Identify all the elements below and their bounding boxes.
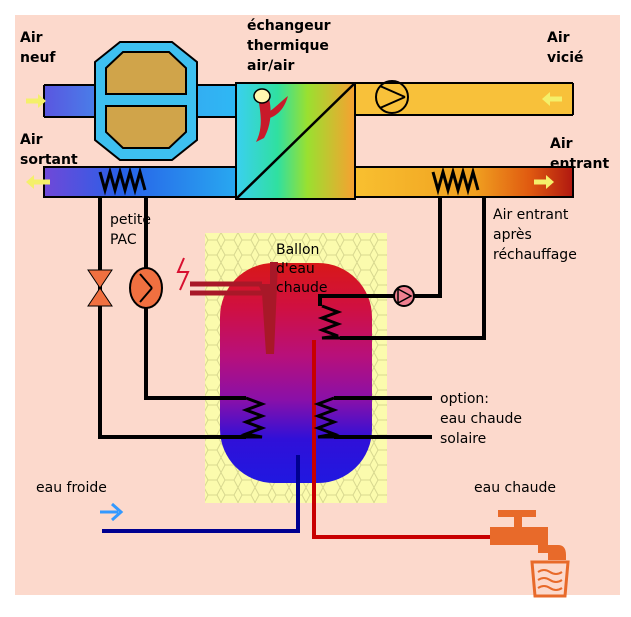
label-air-vicie-1: Air (547, 30, 570, 46)
label-ballon-2: d'eau (276, 261, 315, 277)
exhaust-fan-icon (375, 80, 409, 114)
label-air-neuf-1: Air (20, 30, 43, 46)
tap-icon (490, 510, 566, 560)
label-option-2: eau chaude (440, 411, 522, 427)
label-apres-1: Air entrant (493, 207, 569, 223)
label-air-entrant-2: entrant (550, 156, 609, 172)
heat-exchanger (235, 82, 356, 200)
pipes (98, 197, 490, 539)
label-air-sortant-1: Air (20, 132, 43, 148)
label-option-1: option: (440, 391, 489, 407)
incoming-air-arrow-icon (534, 175, 554, 189)
label-echangeur-3: air/air (247, 58, 295, 74)
evaporator-coil-icon (98, 166, 147, 196)
label-pac-1: petite (110, 212, 151, 228)
label-echangeur-2: thermique (247, 38, 329, 54)
pac-coil-icon (240, 396, 267, 439)
supply-coil-icon (431, 166, 480, 196)
expansion-valve-icon (87, 269, 113, 307)
fresh-air-arrow-icon (26, 94, 46, 108)
label-ballon-3: chaude (276, 280, 328, 296)
label-eau-froide: eau froide (36, 480, 107, 496)
label-eau-chaude: eau chaude (474, 480, 556, 496)
label-echangeur-1: échangeur (247, 18, 331, 34)
solar-coil-icon (313, 396, 340, 439)
label-apres-3: réchauffage (493, 247, 577, 263)
electric-heater-icon (176, 257, 278, 354)
outgoing-air-arrow-icon (26, 175, 50, 189)
compressor-icon (129, 267, 163, 309)
label-air-sortant-2: sortant (20, 152, 78, 168)
exchanger-fan-icon (253, 88, 288, 142)
label-air-neuf-2: neuf (20, 50, 56, 66)
label-ballon-1: Ballon (276, 242, 319, 258)
circulation-pump-icon (393, 285, 415, 307)
heating-coil-icon (317, 304, 343, 340)
label-option-3: solaire (440, 431, 486, 447)
cold-water-arrow-icon (100, 502, 124, 522)
filter-icon (94, 41, 198, 161)
label-pac-2: PAC (110, 232, 137, 248)
label-air-vicie-2: vicié (547, 50, 584, 66)
label-apres-2: après (493, 227, 532, 243)
label-air-entrant-1: Air (550, 136, 573, 152)
exhaust-air-arrow-icon (542, 92, 562, 106)
glass-icon (530, 560, 570, 598)
